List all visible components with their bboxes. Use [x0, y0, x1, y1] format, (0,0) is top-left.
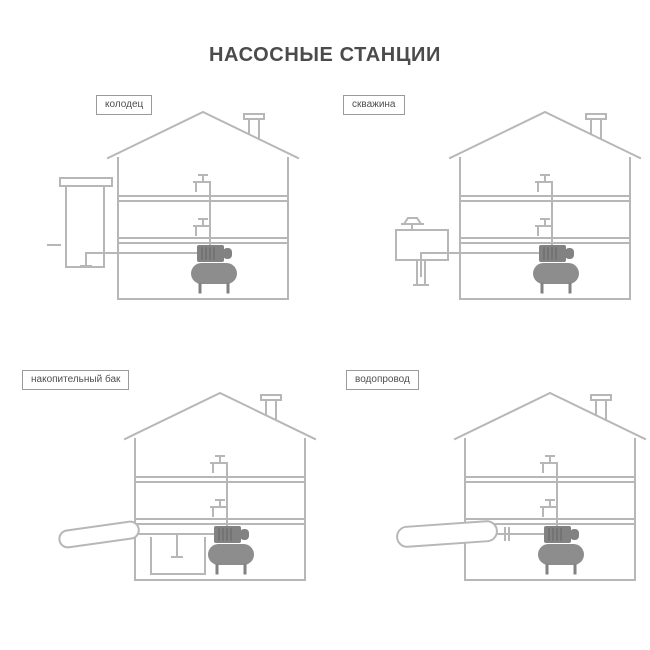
- house-outline: [453, 391, 647, 582]
- storage-tank-source: [58, 520, 206, 575]
- label-water-main: водопровод: [346, 370, 419, 390]
- borehole-source: [395, 217, 461, 286]
- label-borehole: скважина: [343, 95, 405, 115]
- well-suction-pipe: [80, 252, 119, 267]
- page-title: НАСОСНЫЕ СТАНЦИИ: [208, 44, 441, 66]
- basement-tank: [150, 537, 206, 575]
- tank-drop-pipe: [171, 533, 183, 558]
- house-outline: [448, 110, 642, 301]
- water-main-source: [396, 520, 510, 548]
- diagram-well: [47, 110, 300, 301]
- label-storage-tank: накопительный бак: [22, 370, 130, 390]
- label-well: колодец: [96, 95, 153, 115]
- well-shaft: [59, 177, 113, 268]
- diagram-water-main: [396, 391, 647, 582]
- caisson-box: [395, 229, 449, 261]
- borehole-casing: [413, 259, 429, 286]
- diagram-borehole: [395, 110, 642, 301]
- main-pipe: [396, 520, 498, 548]
- house-outline: [123, 391, 317, 582]
- house-outline: [106, 110, 300, 301]
- well-source: [47, 177, 119, 268]
- vent-cap-icon: [401, 217, 424, 231]
- borehole-suction-pipe: [420, 252, 461, 277]
- diagram-storage-tank: [58, 391, 317, 582]
- external-tank: [58, 520, 140, 549]
- pipe-coupling: [504, 527, 510, 541]
